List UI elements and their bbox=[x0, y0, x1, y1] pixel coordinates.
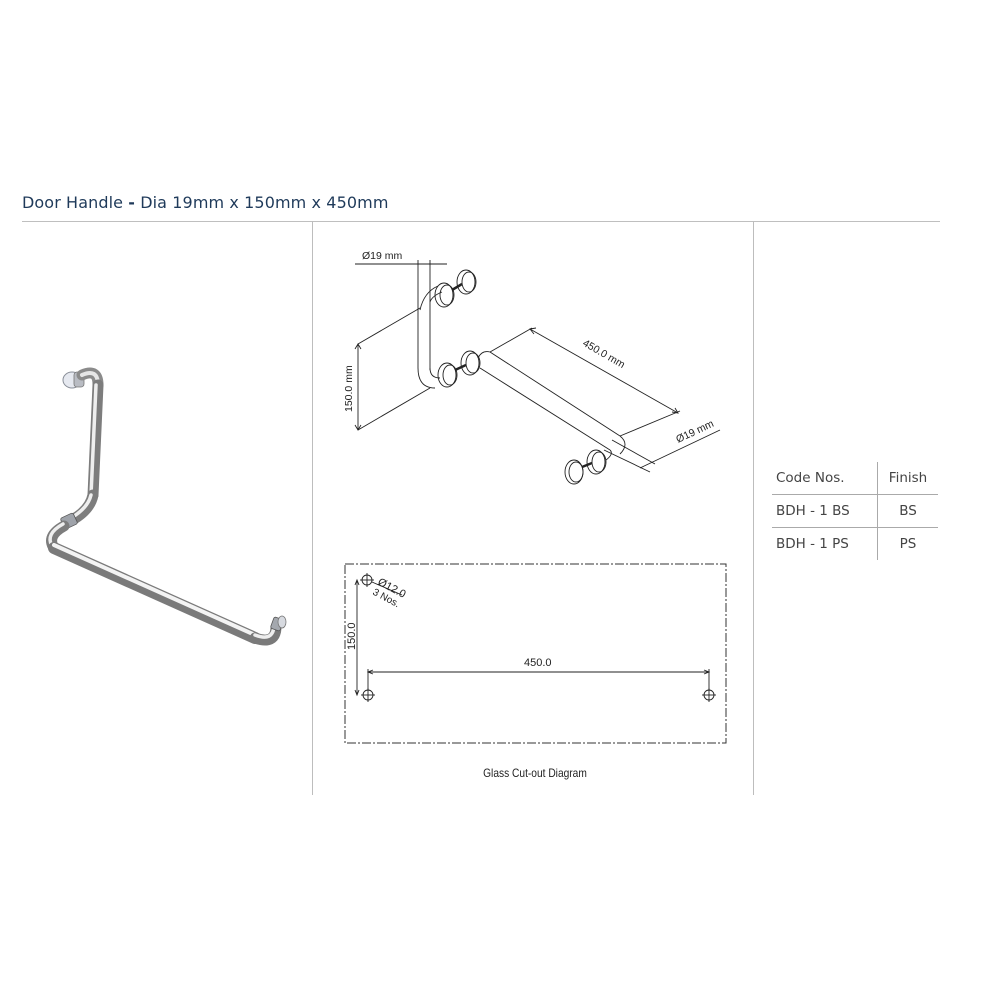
vertical-dimension-label: 150.0 bbox=[346, 622, 358, 650]
title-dimensions: Dia 19mm x 150mm x 450mm bbox=[140, 193, 389, 212]
finish-cell: BS bbox=[877, 494, 938, 528]
table-row: BDH - 1 BS BS bbox=[772, 494, 938, 528]
header-divider bbox=[22, 221, 940, 222]
table-row: BDH - 1 PS PS bbox=[772, 527, 938, 560]
glass-cutout-diagram: Ø12.0 3 Nos. 150.0 450.0 bbox=[330, 550, 740, 760]
cutout-drawing: Ø12.0 3 Nos. 150.0 450.0 bbox=[344, 563, 727, 744]
codes-table-header: Code Nos. Finish bbox=[772, 462, 938, 495]
isometric-handle-drawing: Ø19 mm 150.0 mm 450.0 mm Ø19 mm bbox=[343, 250, 721, 485]
page-title: Door Handle - Dia 19mm x 150mm x 450mm bbox=[22, 193, 389, 212]
product-photo bbox=[30, 350, 300, 660]
codes-table: Code Nos. Finish BDH - 1 BS BS BDH - 1 P… bbox=[772, 462, 938, 560]
title-separator: - bbox=[128, 193, 136, 212]
header-finish: Finish bbox=[877, 462, 938, 495]
column-divider-left bbox=[312, 221, 313, 795]
iso-length-label: 450.0 mm bbox=[581, 337, 628, 371]
iso-diameter-top-label: Ø19 mm bbox=[362, 250, 403, 262]
column-divider-right bbox=[753, 221, 754, 795]
iso-height-label: 150.0 mm bbox=[343, 365, 355, 412]
horizontal-dimension-label: 450.0 bbox=[524, 657, 552, 669]
header-code-nos: Code Nos. bbox=[772, 462, 878, 495]
door-handle-image bbox=[46, 367, 287, 646]
cutout-caption: Glass Cut-out Diagram bbox=[483, 766, 587, 780]
isometric-drawing: Ø19 mm 150.0 mm 450.0 mm Ø19 mm bbox=[320, 240, 740, 500]
code-cell: BDH - 1 BS bbox=[772, 494, 878, 528]
finish-cell: PS bbox=[899, 536, 917, 552]
code-cell: BDH - 1 PS bbox=[772, 527, 878, 560]
title-product-name: Door Handle bbox=[22, 193, 124, 212]
